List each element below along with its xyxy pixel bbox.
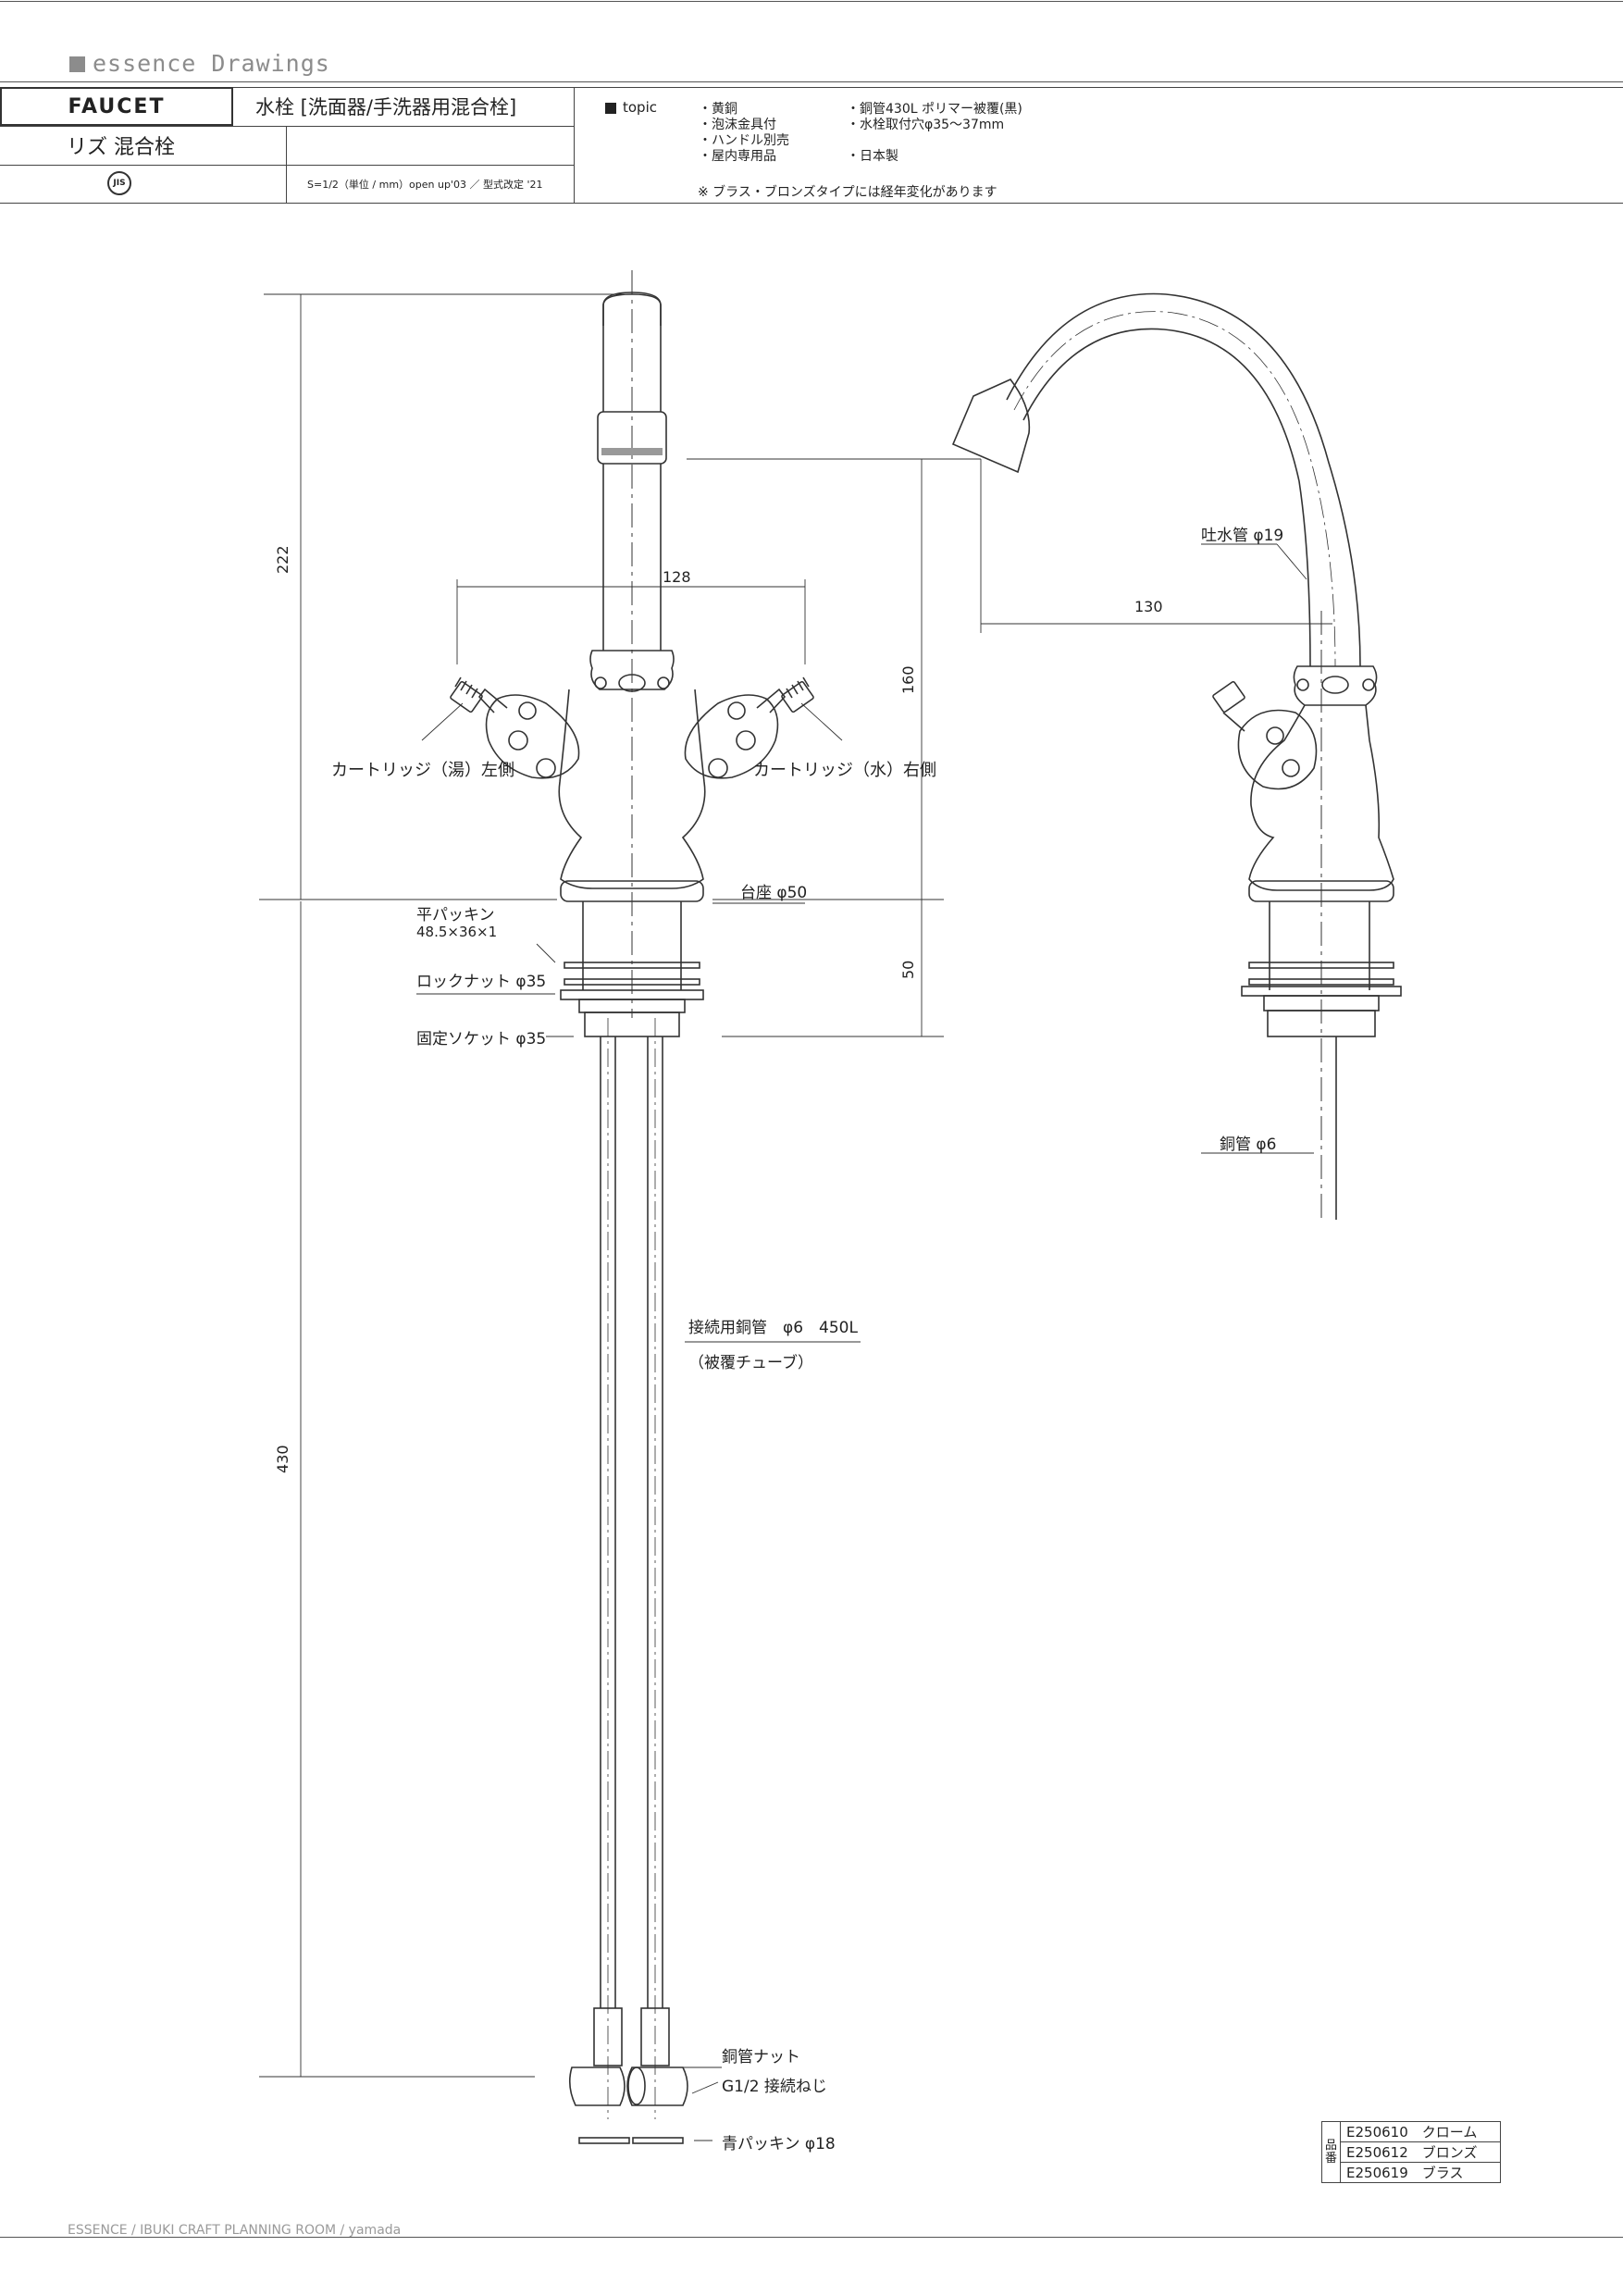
product-code: E250610 xyxy=(1346,2124,1408,2141)
table-row-2: E250612 ブロンズ xyxy=(1340,2141,1502,2163)
label-cartridge-left: カートリッジ（湯）左側 xyxy=(331,761,514,780)
topic-item: ・水栓取付穴φ35〜37mm xyxy=(847,118,1005,132)
product-code-table: 品番 E250610 クローム E250612 ブロンズ E250619 ブラス xyxy=(1320,2121,1502,2183)
table-side-label: 品番 xyxy=(1320,2121,1342,2183)
label-cartridge-right: カートリッジ（水）右側 xyxy=(753,761,936,780)
frame-header-line xyxy=(0,81,1623,82)
dim-160: 160 xyxy=(899,665,917,694)
topics-col2: ・銅管430L ポリマー被覆(黒) ・水栓取付穴φ35〜37mm ・日本製 xyxy=(847,102,1022,165)
label-spout-pipe: 吐水管 φ19 xyxy=(1201,527,1284,545)
product-code: E250612 xyxy=(1346,2144,1408,2161)
header-col-line-2 xyxy=(574,87,575,204)
table-row: E250619 ブラス xyxy=(1322,2162,1502,2183)
table-row: 品番 E250610 クローム xyxy=(1320,2121,1502,2183)
footer-credit: ESSENCE / IBUKI CRAFT PLANNING ROOM / ya… xyxy=(68,2223,402,2238)
label-base: 台座 φ50 xyxy=(740,884,808,902)
dim-130: 130 xyxy=(1134,598,1163,615)
category-label: FAUCET xyxy=(68,94,166,118)
label-blue-packing: 青パッキン φ18 xyxy=(722,2135,836,2153)
table-row-3: E250619 ブラス xyxy=(1340,2162,1502,2183)
label-coated-tube: （被覆チューブ） xyxy=(688,1354,813,1372)
dim-50: 50 xyxy=(899,960,917,979)
label-flat-packing-size: 48.5×36×1 xyxy=(416,924,498,940)
dim-128: 128 xyxy=(663,568,691,586)
topic-item: ・日本製 xyxy=(847,149,898,164)
topic-item: ・銅管430L ポリマー被覆(黒) xyxy=(847,102,1022,117)
header-row-line-1 xyxy=(0,126,574,127)
category-box xyxy=(0,87,233,126)
dimension-lines xyxy=(259,293,1332,2141)
product-code: E250619 xyxy=(1346,2165,1408,2181)
table-row: E250612 ブロンズ xyxy=(1322,2141,1502,2163)
product-finish: ブロンズ xyxy=(1421,2144,1478,2161)
title-block xyxy=(0,87,1623,204)
side-view xyxy=(951,292,1402,1222)
label-connect-pipe: 接続用銅管 φ6 450L xyxy=(688,1319,858,1337)
label-g-thread: G1/2 接続ねじ xyxy=(722,2078,827,2096)
header-col-line xyxy=(286,126,287,204)
frame-bottom-line xyxy=(0,2237,1623,2238)
brand-square-icon xyxy=(69,56,85,72)
table-row-1: E250610 クローム xyxy=(1340,2121,1502,2142)
label-fixed-socket: 固定ソケット φ35 xyxy=(416,1030,547,1049)
brand-title: essence Drawings xyxy=(69,50,330,77)
label-copper-nut: 銅管ナット xyxy=(722,2048,800,2066)
product-finish: ブラス xyxy=(1421,2165,1464,2181)
header-row-line-2 xyxy=(0,165,574,166)
aging-note: ※ ブラス・ブロンズタイプには経年変化があります xyxy=(698,185,997,200)
label-flat-packing: 平パッキン xyxy=(416,906,495,925)
topic-label: topic xyxy=(623,99,657,116)
label-lock-nut: ロックナット φ35 xyxy=(416,973,547,991)
dim-430: 430 xyxy=(274,1445,291,1473)
product-name: リズ 混合栓 xyxy=(67,136,175,159)
topic-item: ・ハンドル別売 xyxy=(699,133,789,148)
topic-item: ・泡沫金具付 xyxy=(699,118,776,132)
label-copper-pipe: 銅管 φ6 xyxy=(1220,1136,1277,1154)
front-view xyxy=(450,270,814,2144)
product-type: 水栓 [洗面器/手洗器用混合栓] xyxy=(255,96,517,118)
scale-note: S=1/2（単位 / mm）open up'03 ／ 型式改定 '21 xyxy=(307,179,543,191)
dim-222: 222 xyxy=(274,545,291,574)
topic-item: ・黄銅 xyxy=(699,102,737,117)
brand-text: essence Drawings xyxy=(93,50,330,77)
product-finish: クローム xyxy=(1421,2124,1478,2141)
topics-col1: ・黄銅 ・泡沫金具付 ・ハンドル別売 ・屋内専用品 xyxy=(699,102,789,165)
topic-item: ・屋内専用品 xyxy=(699,149,776,164)
topic-square-icon xyxy=(605,103,616,114)
jis-mark-icon: JIS xyxy=(107,171,131,195)
frame-top-line xyxy=(0,1,1623,2)
